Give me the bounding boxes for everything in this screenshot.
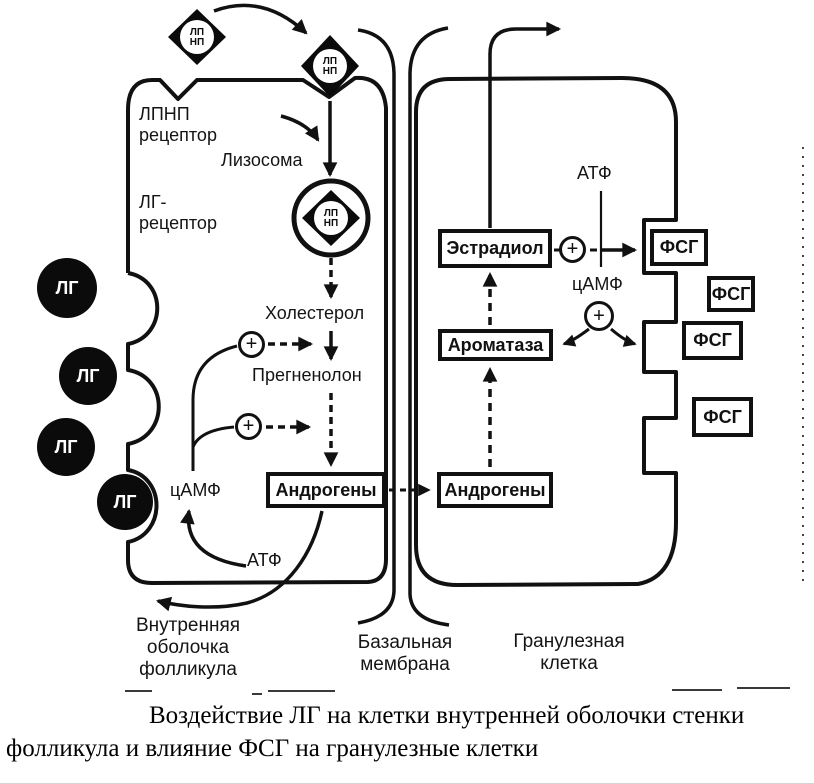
granulosa-cell-label: Гранулезная клетка <box>513 631 625 674</box>
inner-lining-label: Внутренняя оболочка фолликула <box>135 615 241 680</box>
ldl-particle-bound-label: ЛП НП <box>322 56 338 77</box>
lh-molecule-2: ЛГ <box>59 347 117 405</box>
figure-caption-line2: фолликула и влияние ФСГ на гранулезные к… <box>6 735 539 762</box>
arrow-camp-to-membrane <box>610 327 637 347</box>
androgens-box-granulosa: Андрогены <box>437 472 553 508</box>
arrow-lysosome-fusion <box>280 114 320 142</box>
figure-caption-line1: Воздействие ЛГ на клетки внутренней обол… <box>149 702 745 729</box>
scan-artifact-dashes <box>125 687 790 695</box>
camp-link-upper <box>191 344 238 471</box>
ldl-particle-free <box>168 9 226 65</box>
arrow-atp-camp-left <box>180 508 247 568</box>
fsh-box-2: ФСГ <box>707 276 755 312</box>
lh-receptor-label: ЛГ- рецептор <box>139 192 217 233</box>
plus-stimulation-2: + <box>235 413 262 440</box>
camp-link-lower <box>191 425 235 448</box>
camp-label-granulosa: цАМФ <box>572 274 623 294</box>
fsh-box-1: ФСГ <box>650 229 708 266</box>
fsh-box-4: ФСГ <box>692 397 753 437</box>
aromatase-box: Ароматаза <box>438 329 553 361</box>
granulosa-cell-membrane <box>414 76 678 587</box>
atp-label-theca: АТФ <box>247 550 282 570</box>
lh-molecule-1: ЛГ <box>37 258 97 318</box>
endosome-ldl-label: ЛП НП <box>323 208 339 229</box>
basal-membrane-right-line <box>408 26 450 627</box>
ldl-receptor-label: ЛПНП рецептор <box>139 104 217 145</box>
arrow-androgens-export <box>156 510 324 612</box>
ldl-particle-bound <box>301 35 359 97</box>
atp-label-granulosa: АТФ <box>577 163 612 183</box>
fsh-box-3: ФСГ <box>682 321 743 360</box>
arrow-estradiol-export <box>488 21 562 228</box>
plus-camp-right: + <box>584 301 614 331</box>
lysosome-label: Лизосома <box>221 150 303 170</box>
plus-stimulation-1: + <box>238 331 265 358</box>
ldl-particle-free-label: ЛП НП <box>189 27 205 48</box>
arrow-ldl-binding <box>213 3 308 35</box>
lh-molecule-3: ЛГ <box>37 418 95 476</box>
endosome <box>291 178 371 258</box>
theca-cell-membrane <box>126 75 388 585</box>
plus-estradiol-fsh: + <box>559 236 586 263</box>
arrow-camp-to-aromatase <box>562 327 590 347</box>
camp-label-theca: цАМФ <box>170 480 221 500</box>
basal-membrane-left-line <box>357 28 396 625</box>
cholesterol-label: Холестерол <box>265 303 365 323</box>
pregnenolone-label: Прегненолон <box>252 365 362 385</box>
androgens-box-theca: Андрогены <box>266 472 386 508</box>
estradiol-box: Эстрадиол <box>438 229 552 268</box>
lh-molecule-4: ЛГ <box>97 474 153 530</box>
basal-membrane-label: Базальная мембрана <box>357 632 453 675</box>
